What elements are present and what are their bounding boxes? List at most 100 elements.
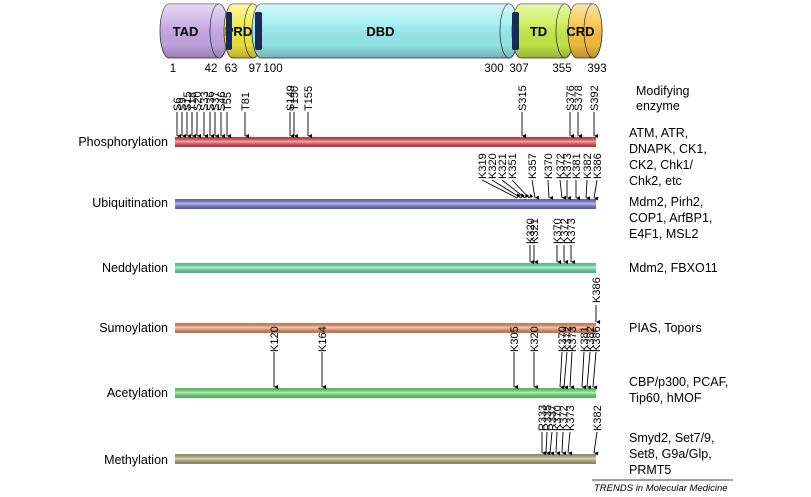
site-acetylation-k372: K372 <box>562 326 574 390</box>
site-arrow-k321 <box>501 179 530 199</box>
site-label-k386: K386 <box>592 153 604 179</box>
site-ubiquitination-k373: K373 <box>562 153 574 201</box>
site-ubiquitination-k321: K321 <box>497 153 530 199</box>
site-label-s392: S392 <box>589 85 601 111</box>
ubiquitination-label: Ubiquitination <box>92 196 168 210</box>
site-label-s15: S15 <box>182 91 194 111</box>
site-ubiquitination-k320: K320 <box>487 153 525 199</box>
site-label-s36: S36 <box>205 91 217 111</box>
site-ubiquitination-k372: K372 <box>555 153 567 200</box>
site-neddylation-k370: K370 <box>552 218 564 265</box>
site-label-r337: R337 <box>547 405 559 431</box>
site-acetylation-k373: K373 <box>567 326 579 390</box>
site-label-t81: T81 <box>240 92 252 111</box>
site-label-r333: R333 <box>537 405 549 431</box>
site-label-k381: K381 <box>579 326 591 352</box>
site-methylation-k382: K382 <box>592 405 604 456</box>
linker-segment-2 <box>255 12 262 50</box>
site-label-k320: K320 <box>525 218 537 244</box>
site-label-k320: K320 <box>529 326 541 352</box>
site-phosphorylation-s392: S392 <box>589 85 601 139</box>
residue-tick-307: 307 <box>509 63 528 75</box>
site-neddylation-k372: K372 <box>559 218 571 265</box>
enzyme-heading-line-2: enzyme <box>636 99 680 113</box>
methylation-enzyme-line-1: Smyd2, Set7/9, <box>629 431 714 445</box>
site-phosphorylation-s46: S46 <box>216 91 228 139</box>
site-arrow-k373 <box>569 351 575 390</box>
row-phosphorylation: PhosphorylationS6S9S15T18S20S33S36S37S46… <box>78 85 706 188</box>
tad-domain: TAD <box>159 3 229 59</box>
site-phosphorylation-s149: S149 <box>285 85 297 139</box>
site-ubiquitination-k382: K382 <box>582 153 594 201</box>
site-label-k164: K164 <box>317 326 329 352</box>
phosphorylation-enzyme-line-1: ATM, ATR, <box>629 126 688 140</box>
site-phosphorylation-s315: S315 <box>517 85 529 139</box>
site-label-k382: K382 <box>585 326 597 352</box>
site-ubiquitination-k351: K351 <box>507 153 534 199</box>
site-label-k370: K370 <box>552 405 564 431</box>
site-label-k357: K357 <box>527 153 539 179</box>
phosphorylation-label: Phosphorylation <box>78 135 168 149</box>
methylation-enzyme-line-2: Set8, G9a/Glp, <box>629 447 712 461</box>
site-arrow-k373 <box>567 431 573 456</box>
site-phosphorylation-s33: S33 <box>199 91 211 139</box>
site-label-s315: S315 <box>517 85 529 111</box>
residue-tick-393: 393 <box>587 63 606 75</box>
ubiquitination-enzyme-line-3: E4F1, MSL2 <box>629 227 699 241</box>
site-arrow-k372 <box>559 179 567 200</box>
site-label-k372: K372 <box>562 326 574 352</box>
site-label-s20: S20 <box>192 91 204 111</box>
site-methylation-k370: K370 <box>552 405 564 456</box>
phosphorylation-enzyme-line-2: DNAPK, CK1, <box>629 142 707 156</box>
site-ubiquitination-k319: K319 <box>477 153 521 199</box>
site-label-k319: K319 <box>477 153 489 179</box>
site-arrow-k372 <box>563 351 569 390</box>
tad-domain-label: TAD <box>173 24 199 39</box>
linker-segment-3 <box>512 12 519 50</box>
site-label-k373: K373 <box>565 405 577 431</box>
site-arrow-k319 <box>481 179 521 199</box>
site-label-k382: K382 <box>582 153 594 179</box>
site-acetylation-k370: K370 <box>557 326 569 390</box>
site-label-k320: K320 <box>487 153 499 179</box>
enzyme-heading-line-1: Modifying <box>636 84 690 98</box>
site-ubiquitination-k381: K381 <box>571 153 583 201</box>
site-phosphorylation-s6: S6 <box>172 98 184 139</box>
site-label-t155: T155 <box>303 86 315 111</box>
site-label-t18: T18 <box>187 92 199 111</box>
residue-tick-300: 300 <box>484 63 503 75</box>
site-acetylation-k320: K320 <box>529 326 541 390</box>
methylation-enzyme-line-3: PRMT5 <box>629 463 671 477</box>
sumoylation-label: Sumoylation <box>99 321 168 335</box>
site-methylation-r333: R333 <box>537 405 549 456</box>
site-label-s33: S33 <box>199 91 211 111</box>
ubiquitination-enzyme-line-2: COP1, ArfBP1, <box>629 211 712 225</box>
site-label-s37: S37 <box>210 91 222 111</box>
linker-segment-1 <box>226 12 232 50</box>
site-label-s149: S149 <box>285 85 297 111</box>
site-label-s378: S378 <box>573 85 585 111</box>
dbd-domain: DBD <box>251 3 519 59</box>
site-label-k372: K372 <box>559 218 571 244</box>
phosphorylation-enzyme-line-4: Chk2, etc <box>629 174 682 188</box>
residue-tick-100: 100 <box>263 63 282 75</box>
site-acetylation-k305: K305 <box>509 326 521 390</box>
site-acetylation-k120: K120 <box>269 326 281 390</box>
site-sumoylation-k386: K386 <box>591 277 603 325</box>
phosphorylation-enzyme-line-3: CK2, Chk1/ <box>629 158 693 172</box>
site-arrow-k386 <box>593 179 599 201</box>
site-arrow-k320 <box>491 179 525 199</box>
site-arrow-k370 <box>547 179 554 200</box>
site-label-k373: K373 <box>562 153 574 179</box>
site-phosphorylation-s36: S36 <box>205 91 217 139</box>
site-label-r335: R335 <box>542 405 554 431</box>
site-ubiquitination-k357: K357 <box>527 153 540 200</box>
crd-domain-label: CRD <box>566 24 594 39</box>
site-ubiquitination-k386: K386 <box>592 153 604 201</box>
site-methylation-k373: K373 <box>565 405 577 456</box>
